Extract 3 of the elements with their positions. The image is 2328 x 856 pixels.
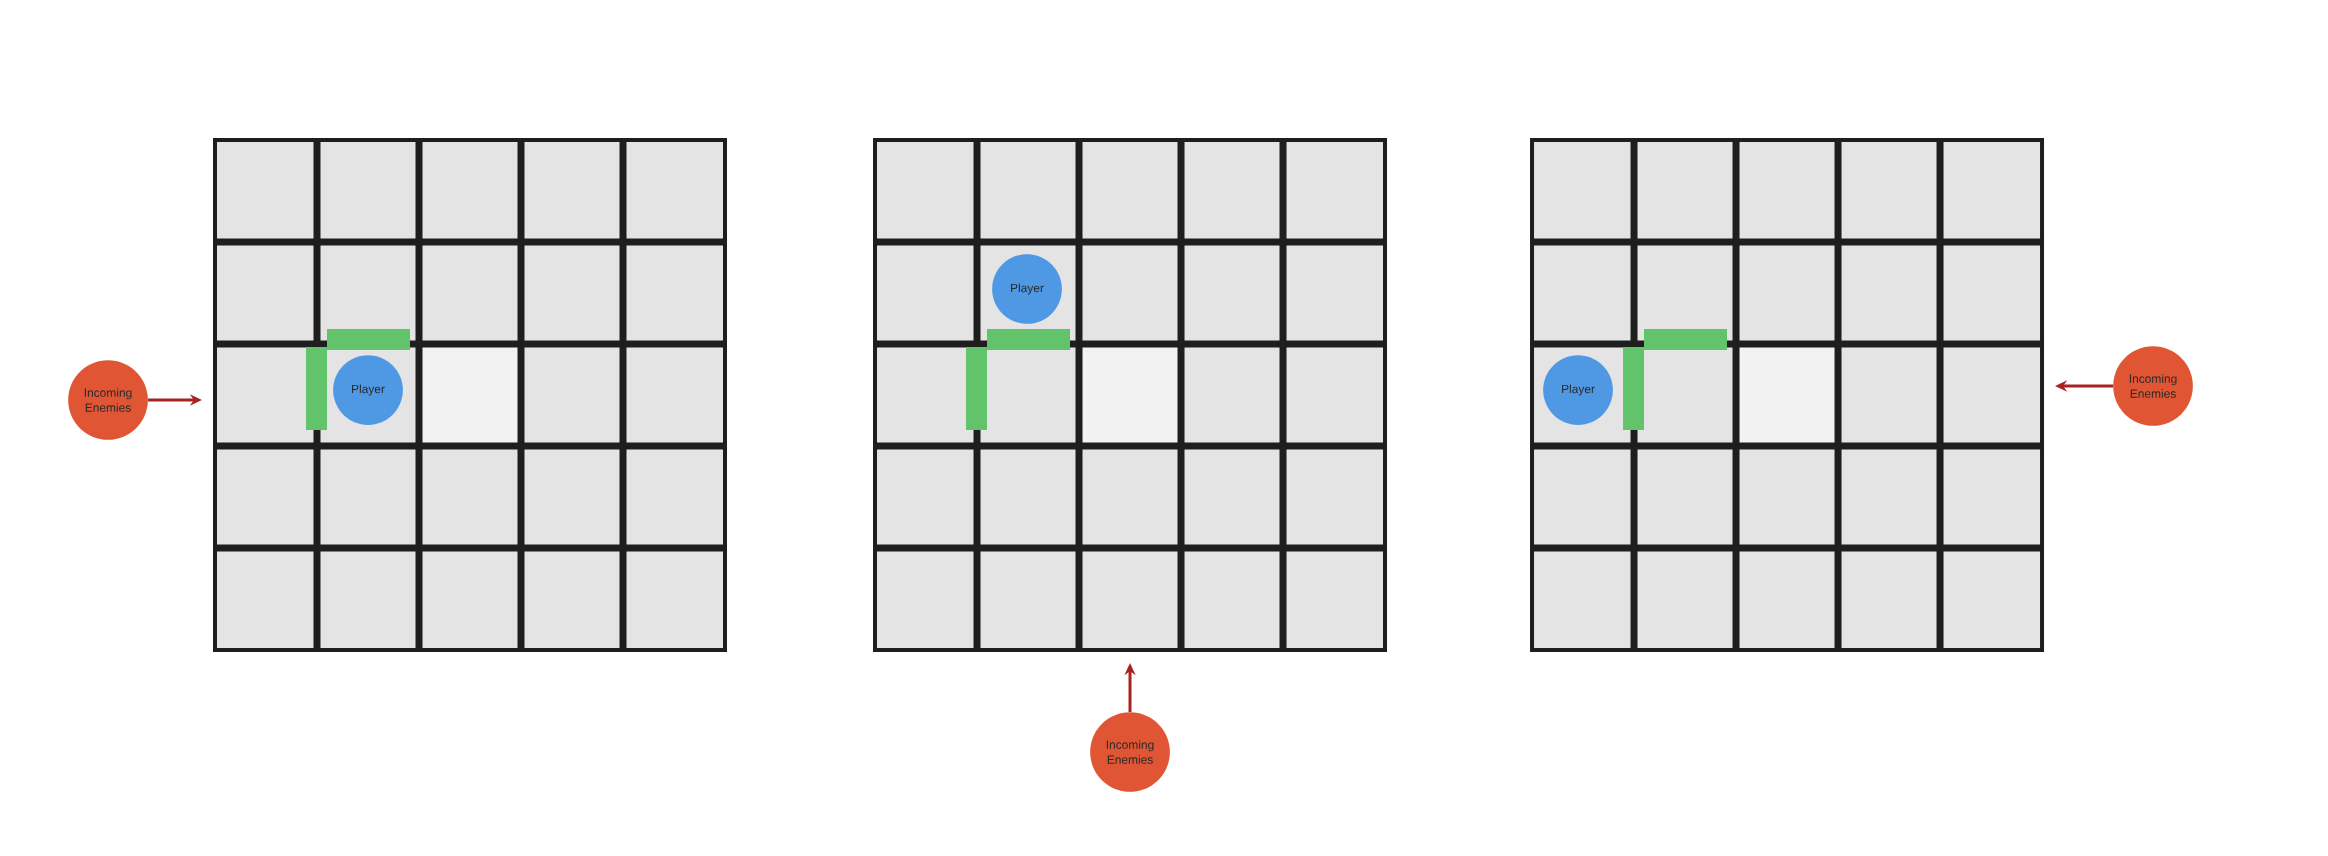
grid-drawing: [1530, 138, 2045, 652]
grid-drawing: [873, 138, 1387, 652]
grid-drawing: [213, 138, 727, 652]
